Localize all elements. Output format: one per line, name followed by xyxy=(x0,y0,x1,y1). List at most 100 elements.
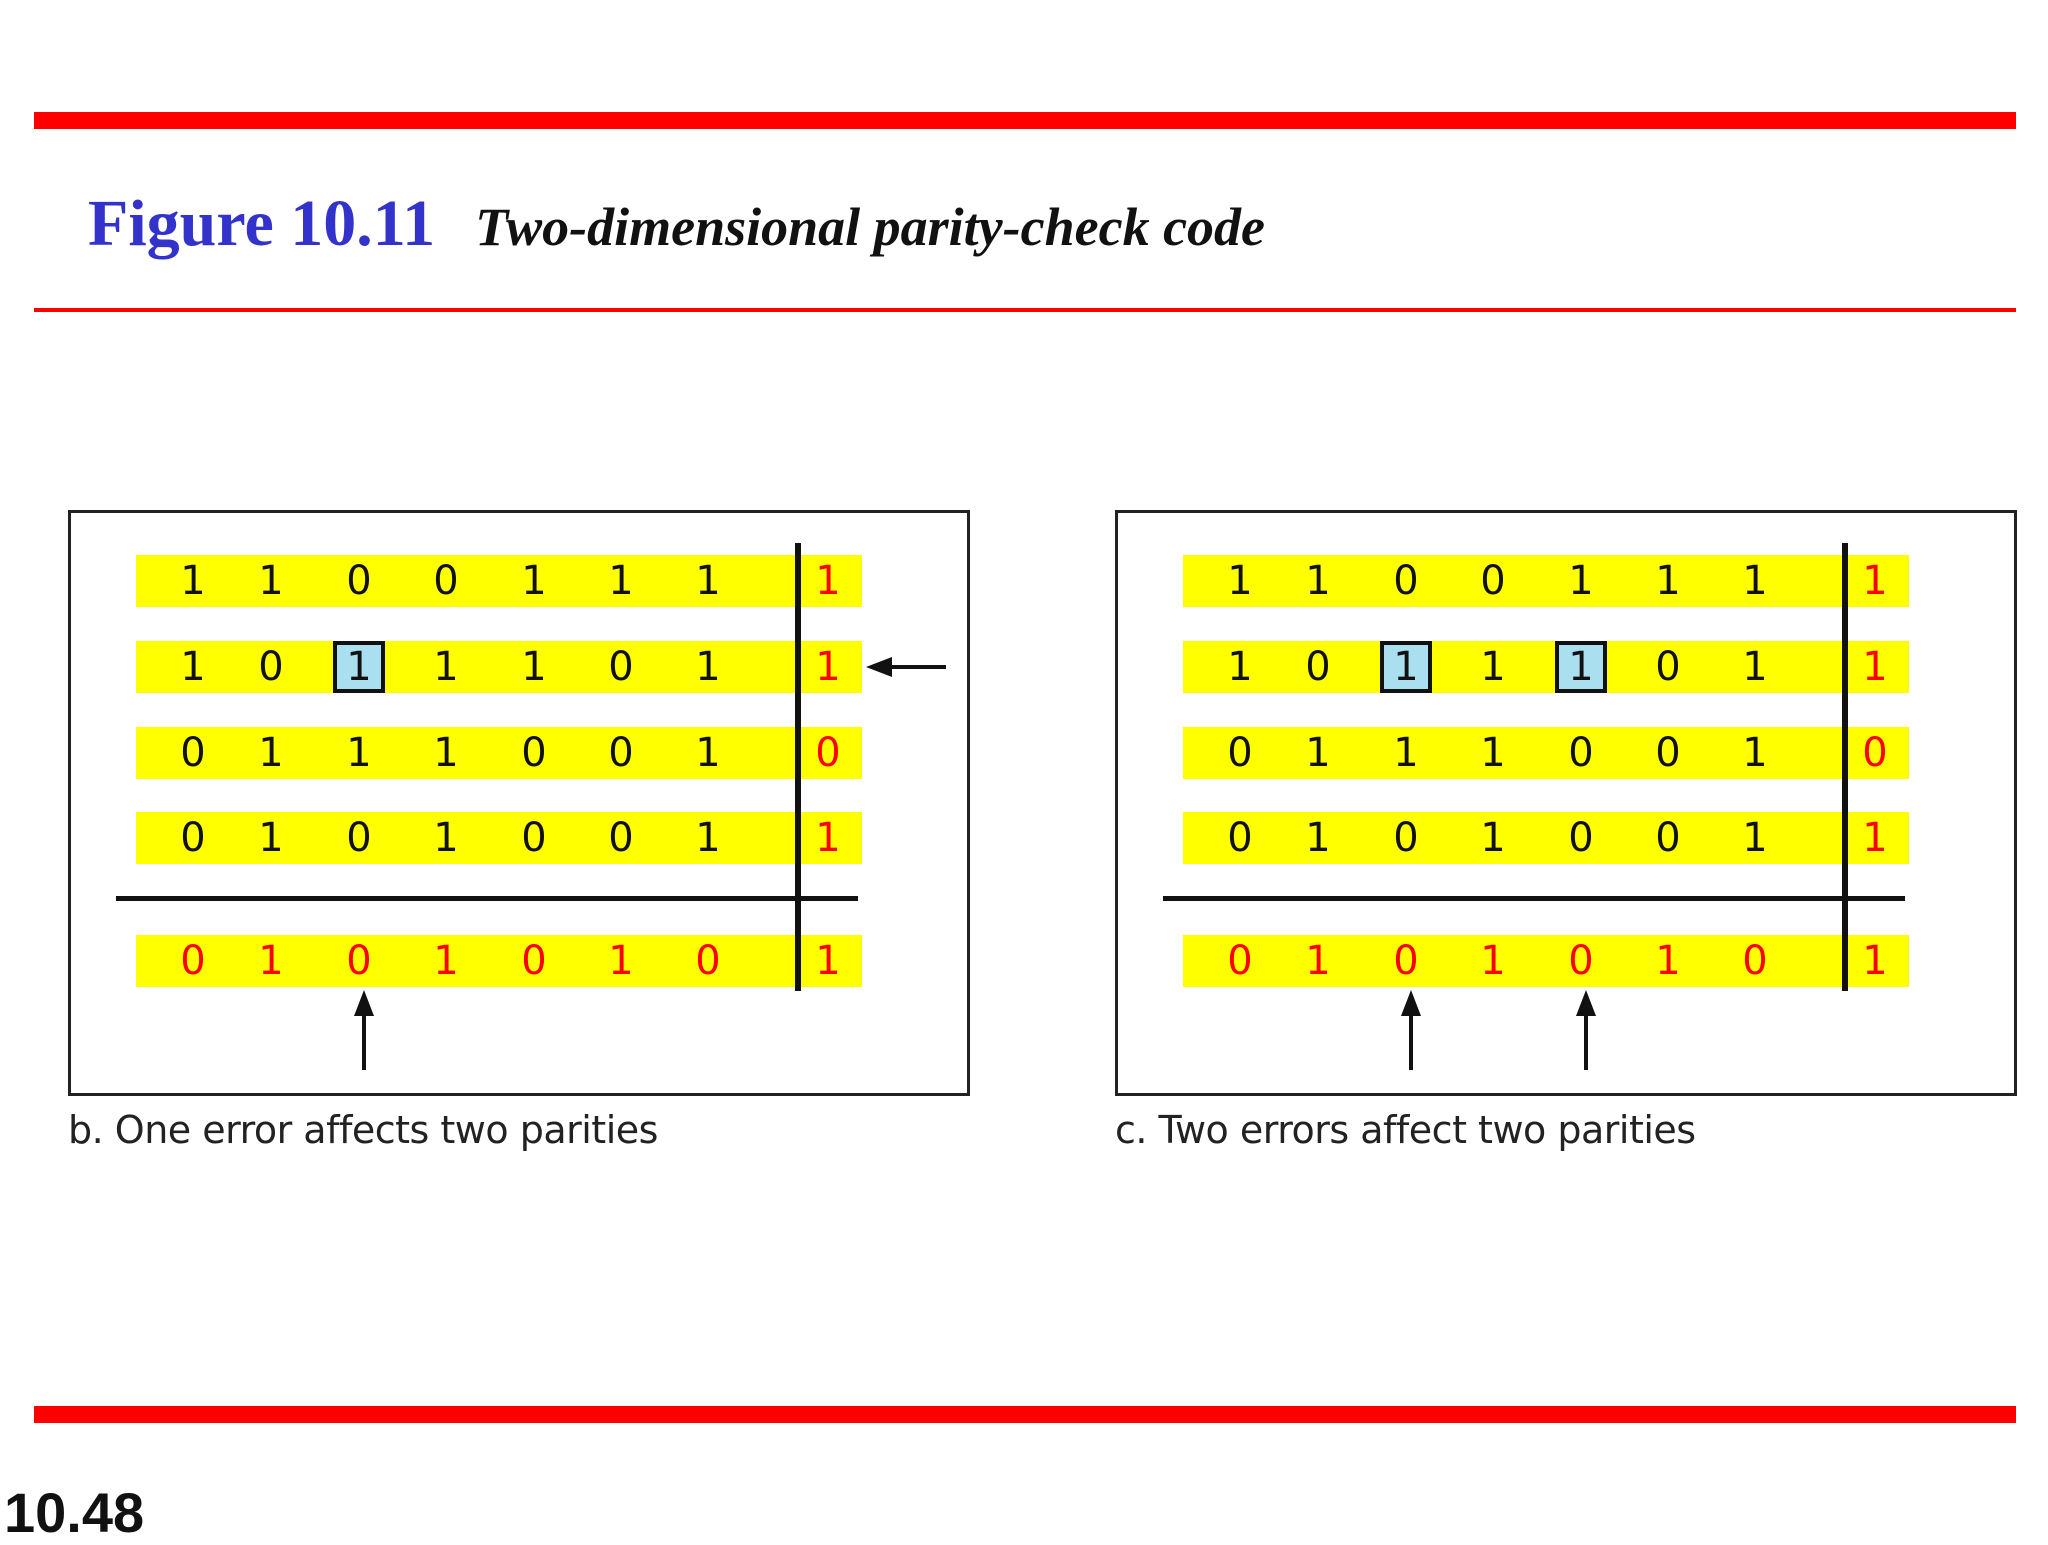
bit-cell: 1 xyxy=(1742,730,1768,776)
bit-cell: 1 xyxy=(695,815,721,861)
bit-cell: 1 xyxy=(1305,730,1331,776)
bit-cell: 0 xyxy=(608,815,634,861)
bit-cell: 1 xyxy=(346,730,372,776)
bit-cell: 0 xyxy=(521,730,547,776)
error-bit-cell: 1 xyxy=(1568,644,1594,690)
heading-rule xyxy=(34,308,2016,312)
parity-column-divider xyxy=(795,543,801,991)
row-parity-bit: 1 xyxy=(815,815,841,861)
bit-cell: 1 xyxy=(1480,644,1506,690)
bit-cell: 1 xyxy=(1568,558,1594,604)
column-parity-bit: 0 xyxy=(1742,938,1768,984)
error-bit-box xyxy=(1555,641,1607,693)
column-parity-bit: 0 xyxy=(346,938,372,984)
page-number: 10.48 xyxy=(4,1481,145,1544)
data-row: 1 1 0 0 1 1 1 1 xyxy=(136,555,862,607)
bit-cell: 0 xyxy=(258,644,284,690)
parity-column-divider xyxy=(1842,543,1848,991)
column-parity-bit: 1 xyxy=(258,938,284,984)
bit-cell: 1 xyxy=(433,815,459,861)
column-parity-bit: 0 xyxy=(1393,938,1419,984)
bit-cell: 1 xyxy=(258,558,284,604)
figure-title: Two-dimensional parity-check code xyxy=(475,197,1266,257)
arrow-left-icon xyxy=(866,657,946,677)
figure-heading: Figure 10.11 Two-dimensional parity-chec… xyxy=(88,186,1265,266)
overall-parity-bit: 1 xyxy=(1862,938,1888,984)
error-bit-box xyxy=(333,641,385,693)
bit-cell: 1 xyxy=(433,644,459,690)
row-parity-bit: 1 xyxy=(1862,644,1888,690)
row-parity-bit: 0 xyxy=(815,730,841,776)
bit-cell: 1 xyxy=(695,558,721,604)
bit-cell: 1 xyxy=(1227,558,1253,604)
row-parity-bit: 1 xyxy=(1862,558,1888,604)
panel-b: 1 1 0 0 1 1 1 1 1 0 1 1 1 0 1 1 0 1 1 1 … xyxy=(68,510,970,1096)
bit-cell: 1 xyxy=(1393,730,1419,776)
bit-cell: 0 xyxy=(1227,730,1253,776)
bit-cell: 0 xyxy=(608,730,634,776)
error-bit-cell: 1 xyxy=(346,644,372,690)
bit-cell: 0 xyxy=(1393,558,1419,604)
column-parity-bit: 0 xyxy=(695,938,721,984)
bit-cell: 0 xyxy=(1305,644,1331,690)
bit-cell: 1 xyxy=(1742,644,1768,690)
overall-parity-bit: 1 xyxy=(815,938,841,984)
bit-cell: 0 xyxy=(1480,558,1506,604)
bit-cell: 0 xyxy=(346,558,372,604)
data-row: 0 1 1 1 0 0 1 0 xyxy=(136,727,862,779)
column-parity-bit: 1 xyxy=(1480,938,1506,984)
column-parity-bit: 1 xyxy=(608,938,634,984)
bit-cell: 1 xyxy=(433,730,459,776)
panel-b-caption: b. One error affects two parities xyxy=(68,1108,658,1152)
row-parity-bit: 1 xyxy=(815,644,841,690)
bit-cell: 1 xyxy=(180,558,206,604)
top-rule xyxy=(34,112,2016,129)
row-parity-bit: 1 xyxy=(815,558,841,604)
parity-row-divider xyxy=(116,896,858,901)
bit-cell: 0 xyxy=(521,815,547,861)
bit-cell: 1 xyxy=(1305,815,1331,861)
parity-row-divider xyxy=(1163,896,1905,901)
error-bit-cell: 1 xyxy=(1393,644,1419,690)
panel-c: 1 1 0 0 1 1 1 1 1 0 1 1 1 0 1 1 0 1 1 1 … xyxy=(1115,510,2017,1096)
bit-cell: 0 xyxy=(608,644,634,690)
bit-cell: 0 xyxy=(346,815,372,861)
bit-cell: 1 xyxy=(695,644,721,690)
bit-cell: 0 xyxy=(1655,815,1681,861)
bit-cell: 0 xyxy=(433,558,459,604)
bit-cell: 1 xyxy=(1742,815,1768,861)
bit-cell: 1 xyxy=(258,730,284,776)
data-row: 1 0 1 1 1 0 1 1 xyxy=(136,641,862,693)
bit-cell: 1 xyxy=(695,730,721,776)
bit-cell: 0 xyxy=(180,815,206,861)
bit-cell: 0 xyxy=(1227,815,1253,861)
figure-number: Figure 10.11 xyxy=(88,187,436,260)
bit-cell: 1 xyxy=(1655,558,1681,604)
arrow-up-icon xyxy=(354,990,374,1070)
panel-c-caption: c. Two errors affect two parities xyxy=(1115,1108,1696,1152)
bit-cell: 1 xyxy=(608,558,634,604)
bit-cell: 1 xyxy=(1305,558,1331,604)
bit-cell: 0 xyxy=(1393,815,1419,861)
data-row: 0 1 0 1 0 0 1 1 xyxy=(1183,812,1909,864)
bit-cell: 1 xyxy=(521,644,547,690)
bottom-rule xyxy=(34,1406,2016,1423)
column-parity-bit: 0 xyxy=(180,938,206,984)
row-parity-bit: 1 xyxy=(1862,815,1888,861)
arrow-up-icon xyxy=(1401,990,1421,1070)
bit-cell: 0 xyxy=(1655,644,1681,690)
bit-cell: 0 xyxy=(1568,730,1594,776)
bit-cell: 1 xyxy=(1742,558,1768,604)
column-parity-row: 0 1 0 1 0 1 0 1 xyxy=(1183,935,1909,987)
column-parity-row: 0 1 0 1 0 1 0 1 xyxy=(136,935,862,987)
bit-cell: 1 xyxy=(1480,815,1506,861)
bit-cell: 0 xyxy=(1568,815,1594,861)
column-parity-bit: 0 xyxy=(1227,938,1253,984)
arrow-up-icon xyxy=(1576,990,1596,1070)
bit-cell: 1 xyxy=(1227,644,1253,690)
bit-cell: 1 xyxy=(521,558,547,604)
data-row: 0 1 1 1 0 0 1 0 xyxy=(1183,727,1909,779)
column-parity-bit: 1 xyxy=(1655,938,1681,984)
bit-cell: 1 xyxy=(258,815,284,861)
data-row: 0 1 0 1 0 0 1 1 xyxy=(136,812,862,864)
